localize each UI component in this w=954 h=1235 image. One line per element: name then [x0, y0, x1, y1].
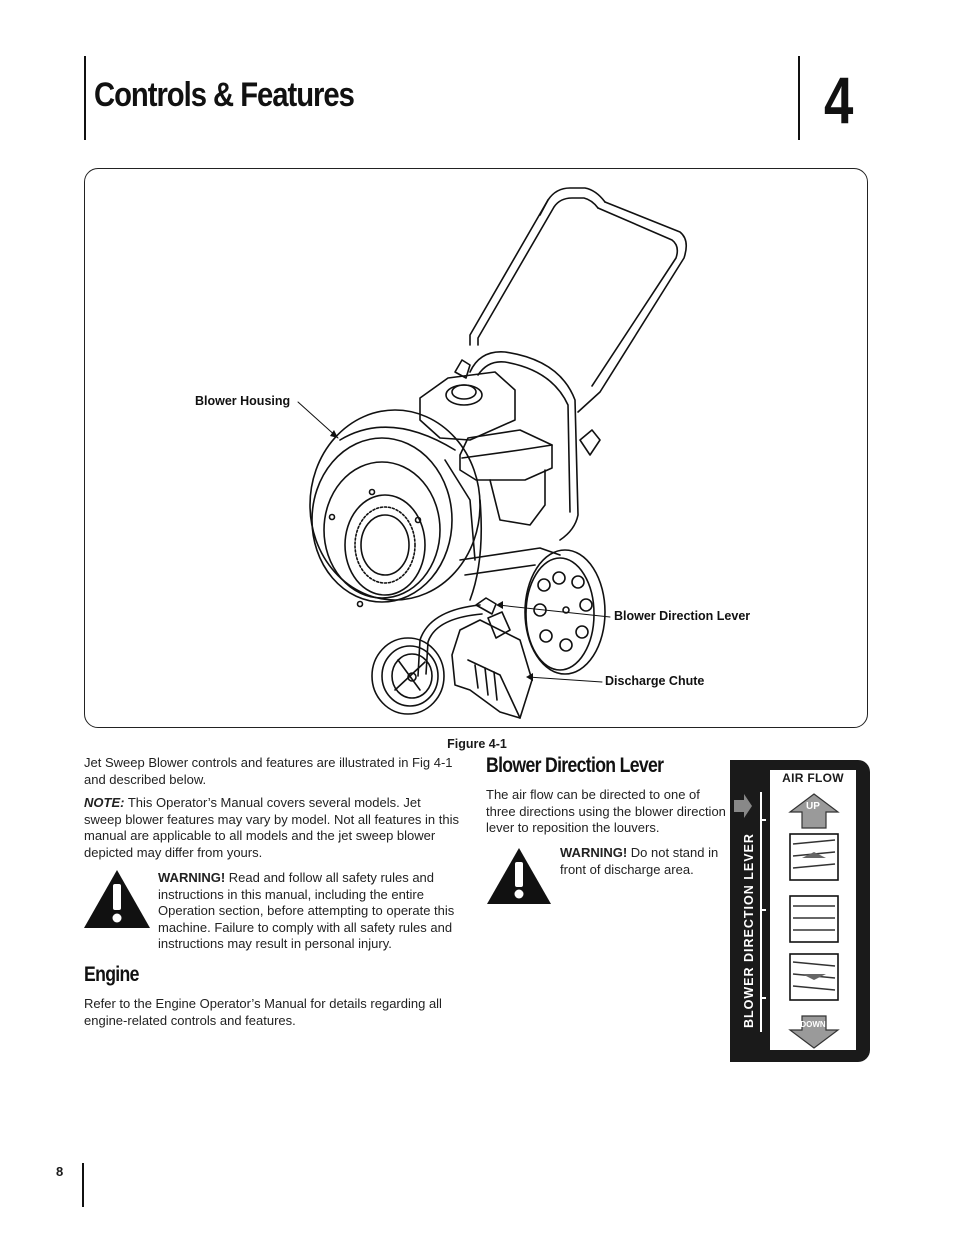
lever-warning-paragraph: WARNING! Do not stand in front of discha… [560, 845, 730, 878]
callout-blower-housing: Blower Housing [195, 394, 291, 408]
callout-discharge-chute: Discharge Chute [605, 674, 705, 688]
callout-blower-direction-lever: Blower Direction Lever [614, 609, 751, 623]
decal-air-flow-label: AIR FLOW [782, 771, 844, 785]
figure-frame [84, 168, 868, 728]
engine-text: Refer to the Engine Operator’s Manual fo… [84, 996, 442, 1028]
note-label: NOTE: [84, 795, 125, 810]
down-arrow-icon [788, 1015, 840, 1049]
intro-paragraph: Jet Sweep Blower controls and features a… [84, 755, 453, 787]
warning-main-text: Read and follow all safety rules and ins… [158, 870, 455, 952]
warning-main-paragraph: WARNING! Read and follow all safety rule… [84, 870, 460, 953]
lever-warning-label: WARNING! [560, 845, 628, 860]
header-left-rule [84, 56, 86, 140]
header-right-rule [798, 56, 800, 140]
warning-triangle-icon [84, 870, 150, 928]
note-paragraph: NOTE: This Operator’s Manual covers seve… [84, 795, 460, 861]
page-number: 8 [56, 1164, 64, 1179]
lever-warning-triangle-icon [487, 848, 551, 904]
warning-main-label: WARNING! [158, 870, 226, 885]
decal-down-label: DOWN [800, 1020, 826, 1029]
lever-pointer-icon [734, 794, 752, 818]
chapter-title: Controls & Features [94, 76, 355, 114]
decal-graphics [734, 792, 840, 1049]
blower-illustration [297, 187, 688, 719]
louver-straight-icon [789, 895, 839, 943]
chapter-number: 4 [824, 63, 854, 137]
lever-warning-text: Do not stand in front of discharge area. [560, 845, 719, 877]
up-arrow-icon [788, 793, 840, 829]
lever-heading: Blower Direction Lever [486, 754, 664, 777]
lever-text: The air flow can be directed to one of t… [486, 787, 726, 836]
note-text: This Operator’s Manual covers several mo… [84, 795, 460, 860]
decal-up-label: UP [806, 801, 820, 812]
engine-heading: Engine [84, 963, 139, 986]
footer-rule [82, 1163, 84, 1207]
figure-caption: Figure 4-1 [447, 737, 507, 751]
